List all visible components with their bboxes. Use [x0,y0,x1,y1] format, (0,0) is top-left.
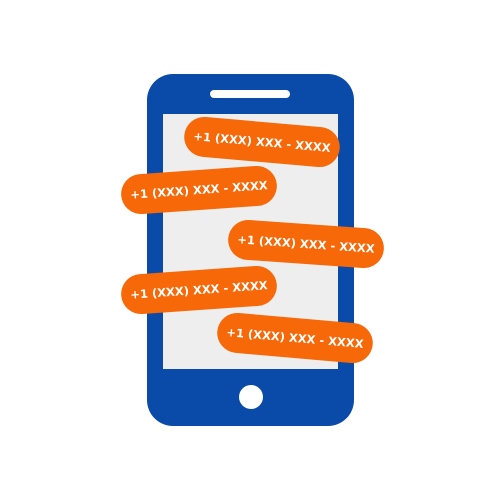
phone-number-text: +1 (XXX) XXX - XXXX [129,278,269,302]
phone-number-text: +1 (XXX) XXX - XXXX [192,129,332,155]
phone-number-text: +1 (XXX) XXX - XXXX [129,178,269,202]
phone-home-button [239,385,263,409]
phone-number-text: +1 (XXX) XXX - XXXX [225,325,365,351]
phone-number-text: +1 (XXX) XXX - XXXX [236,232,376,256]
phone-speaker [210,90,290,98]
